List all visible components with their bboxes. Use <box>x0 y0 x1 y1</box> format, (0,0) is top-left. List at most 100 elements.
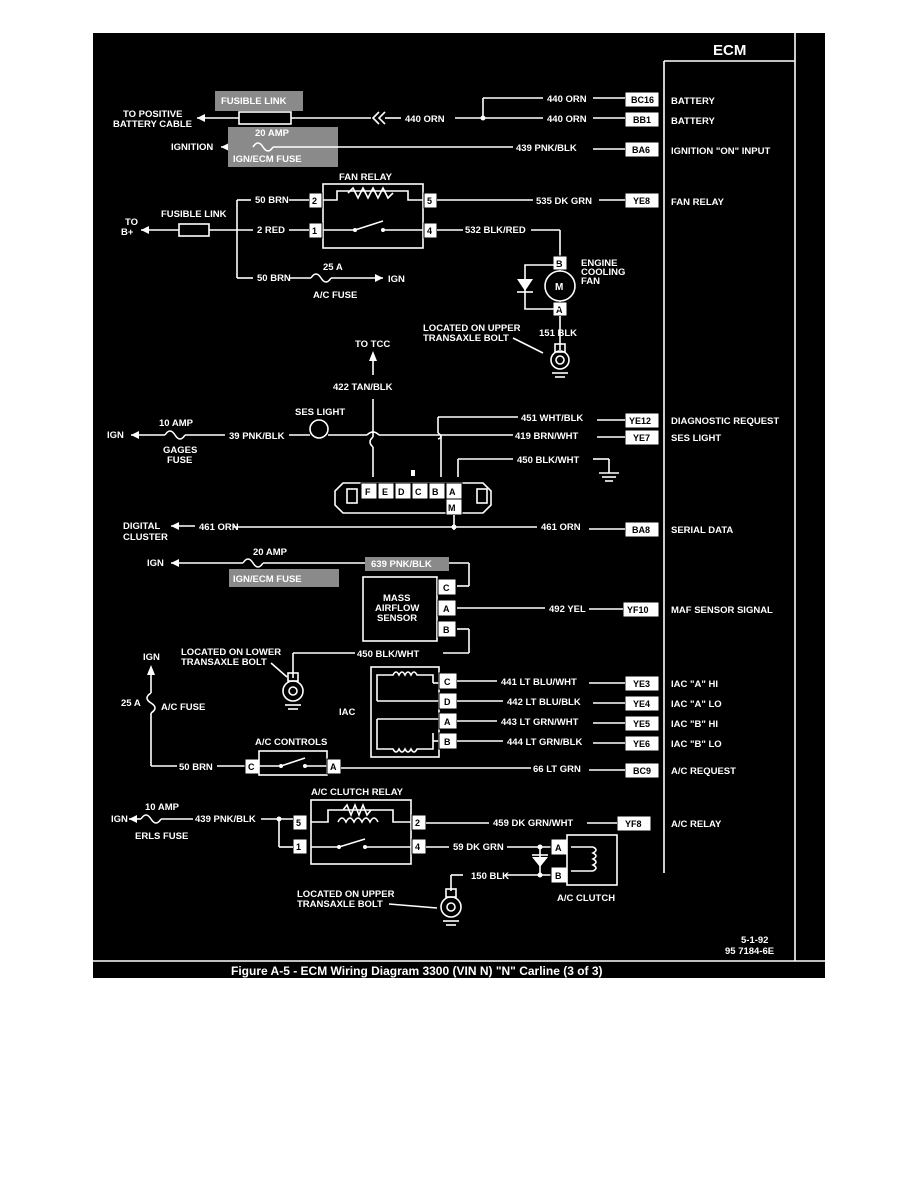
wire-451-label: 451 WHT/BLK <box>521 413 583 424</box>
wire-439-ba6: 439 PNK/BLK <box>516 143 577 154</box>
maf-ign-ecm-fuse-label: IGN/ECM FUSE <box>233 574 302 585</box>
dlc-pin-b: B <box>432 487 439 497</box>
ac-loc2-label: TRANSAXLE BOLT <box>297 899 383 910</box>
ses-light-label: SES LIGHT <box>295 407 345 418</box>
arrow-up-icon <box>147 665 155 675</box>
pin-id-ye8: YE8 <box>633 196 650 206</box>
relay-coil-icon <box>347 186 394 200</box>
wire-419-label: 419 BRN/WHT <box>515 431 579 442</box>
maf-sensor-box <box>362 576 438 642</box>
ecm-title: ECM <box>713 42 746 59</box>
pin-id-ye4: YE4 <box>633 699 650 709</box>
arrow-right-icon <box>375 274 383 282</box>
wire-492-label: 492 YEL <box>549 604 586 615</box>
iac-pin-a: A <box>444 717 451 727</box>
pin-id-yf10: YF10 <box>627 605 649 615</box>
wiring-diagram-panel: ECM BC16 BATTERY BB1 BATTERY BA6 IGNITIO… <box>93 33 825 978</box>
fuse-icon <box>164 430 186 440</box>
iac-coil-b-icon <box>376 733 434 753</box>
wire-39-label: 39 PNK/BLK <box>229 431 285 442</box>
ac-relay-section: A/C CLUTCH RELAY 5 1 2 4 IGN 10 AMP 439 … <box>111 787 618 926</box>
pin-id-ye5: YE5 <box>633 719 650 729</box>
wire-440-bb1: 440 ORN <box>547 114 587 125</box>
ground-bolt-icon <box>282 680 304 702</box>
pin-label-maf-signal: MAF SENSOR SIGNAL <box>671 605 773 616</box>
fan-relay-pin-4-label: 4 <box>427 226 432 236</box>
pin-box-bc16 <box>624 91 660 108</box>
pin-label-ac-request: A/C REQUEST <box>671 766 736 777</box>
clutch-coil-icon <box>571 846 597 872</box>
ecm-pin-group: BC16 BATTERY BB1 BATTERY BA6 IGNITION "O… <box>616 91 779 832</box>
maf-line3: SENSOR <box>377 613 417 624</box>
maf-section: IGN 20 AMP IGN/ECM FUSE 639 PNK/BLK MASS… <box>147 547 623 710</box>
wire-532: 532 BLK/RED <box>465 225 526 236</box>
ac-relay-pin-1: 1 <box>296 842 301 852</box>
dlc-section: TO TCC 422 TAN/BLK SES LIGHT 10 AMP IGN … <box>107 339 625 530</box>
pin-label-iac-b-hi: IAC "B" HI <box>671 719 718 730</box>
fuse-icon <box>252 142 274 152</box>
iac-a25-label: 25 A <box>121 698 141 709</box>
dlc-ign-label: IGN <box>107 430 124 441</box>
wire-450-dlc-label: 450 BLK/WHT <box>517 455 579 466</box>
dlc-pin-row: F E D C B A M <box>360 482 463 516</box>
iac-ign-label: IGN <box>143 652 160 663</box>
relay-resistor-icon <box>342 802 372 818</box>
maf-wire-shade <box>365 557 449 571</box>
wire-440-bc16: 440 ORN <box>547 94 587 105</box>
iac-pin-d: D <box>444 697 451 707</box>
wire-439-ac-label: 439 PNK/BLK <box>195 814 256 825</box>
pin-label-battery-2: BATTERY <box>671 116 715 127</box>
fan-to-label: TO <box>125 217 138 228</box>
fan-relay-pin-2-label: 2 <box>312 196 317 206</box>
dlc-pin-f: F <box>365 487 371 497</box>
iac-ac-fuse-label: A/C FUSE <box>161 702 205 713</box>
to-positive-label-2: BATTERY CABLE <box>113 119 192 130</box>
pin-label-diagnostic-request: DIAGNOSTIC REQUEST <box>671 416 779 427</box>
motor-m-label: M <box>555 282 563 293</box>
maf-loc2-label: TRANSAXLE BOLT <box>181 657 267 668</box>
fuse-icon <box>310 273 332 283</box>
maf-loc1-label: LOCATED ON LOWER <box>181 647 281 658</box>
clutch-pin-a: A <box>555 843 562 853</box>
fuse-icon <box>140 814 162 824</box>
switch-icon <box>259 757 327 767</box>
wire-66-label: 66 LT GRN <box>533 764 581 775</box>
erls-fuse-label: ERLS FUSE <box>135 831 188 842</box>
ac-relay-title: A/C CLUTCH RELAY <box>311 787 404 798</box>
ground-bolt-icon <box>550 350 570 370</box>
to-tcc-label: TO TCC <box>355 339 390 350</box>
pin-label-iac-a-hi: IAC "A" HI <box>671 679 718 690</box>
iac-coil-a-icon <box>376 671 434 683</box>
motor-pin-a-label: A <box>556 305 563 315</box>
pin-label-fan-relay: FAN RELAY <box>671 197 725 208</box>
fan-fusible-link-label: FUSIBLE LINK <box>161 209 227 220</box>
pin-id-ye12: YE12 <box>629 416 651 426</box>
pin-label-ignition-on: IGNITION "ON" INPUT <box>671 146 770 157</box>
footer-date: 5-1-92 <box>741 935 768 946</box>
pin-id-ye6: YE6 <box>633 739 650 749</box>
ac-relay-pin-4: 4 <box>415 842 420 852</box>
fusible-link-shade <box>215 91 303 111</box>
ac-clutch-box <box>566 834 618 886</box>
dlc-pin-m: M <box>448 503 456 513</box>
relay-coil-icon <box>337 817 379 824</box>
maf-line1: MASS <box>383 593 410 604</box>
ac-relay-box <box>310 799 412 865</box>
wire-151-label: 151 BLK <box>539 328 577 339</box>
ac-controls-box <box>258 750 328 776</box>
pin-id-ye7: YE7 <box>633 433 650 443</box>
fuse-icon <box>146 692 156 714</box>
fusible-link-label: FUSIBLE LINK <box>221 96 287 107</box>
pin-id-ye3: YE3 <box>633 679 650 689</box>
diode-icon <box>517 279 533 291</box>
w50brn-label: 50 BRN <box>255 195 289 206</box>
fusible-link-icon <box>238 111 292 125</box>
pin-id-bc9: BC9 <box>633 766 651 776</box>
cooling-label: COOLING <box>581 267 625 278</box>
dlc-connector-outline <box>334 482 492 514</box>
gages-label: GAGES <box>163 445 197 456</box>
arrow-up-icon <box>369 351 377 361</box>
pin-id-ba6: BA6 <box>632 145 650 155</box>
iac-motor-box <box>370 666 440 758</box>
clutch-pin-b: B <box>555 871 562 881</box>
